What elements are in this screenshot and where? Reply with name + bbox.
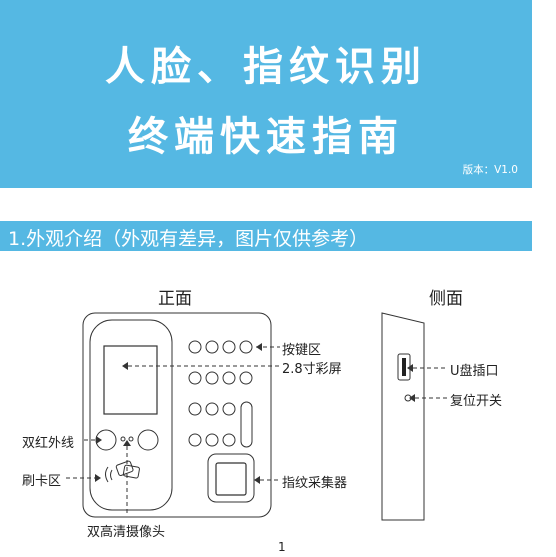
- title-line-1: 人脸、指纹识别: [105, 43, 427, 90]
- section-title: 1.外观介绍（外观有差异，图片仅供参考）: [8, 228, 369, 250]
- front-view-heading: 正面: [158, 289, 192, 309]
- screen-label: 2.8寸彩屏: [282, 362, 342, 377]
- side-device-outline: [381, 312, 425, 521]
- front-device-outline: [82, 312, 272, 518]
- infrared-right-icon: [137, 429, 159, 451]
- card-reader-icon: [105, 460, 140, 483]
- page-number: 1: [278, 540, 286, 554]
- section-header: 1.外观介绍（外观有差异，图片仅供参考）: [0, 221, 532, 251]
- usb-port-slot: [402, 358, 406, 376]
- camera-right-icon: [128, 436, 134, 442]
- title-banner: 人脸、指纹识别 终端快速指南 版本：V1.0: [0, 0, 532, 188]
- camera-label: 双高清摄像头: [87, 525, 166, 540]
- front-device-inner-panel: [89, 319, 173, 511]
- card-area-label: 刷卡区: [22, 474, 62, 489]
- camera-left-icon: [120, 436, 126, 442]
- reset-label: 复位开关: [450, 394, 503, 409]
- keypad-label: 按键区: [282, 343, 322, 358]
- version-label: 版本：V1.0: [462, 164, 518, 176]
- screen: [103, 345, 158, 415]
- fingerprint-label: 指纹采集器: [282, 476, 348, 491]
- fingerprint-sensor-outer: [207, 453, 255, 503]
- fingerprint-sensor-inner: [215, 462, 247, 496]
- infrared-label: 双红外线: [22, 436, 75, 451]
- title-line-2: 终端快速指南: [128, 113, 404, 160]
- keypad-buttons: [188, 340, 253, 448]
- usb-label: U盘插口: [450, 364, 499, 379]
- side-view-heading: 侧面: [429, 289, 463, 309]
